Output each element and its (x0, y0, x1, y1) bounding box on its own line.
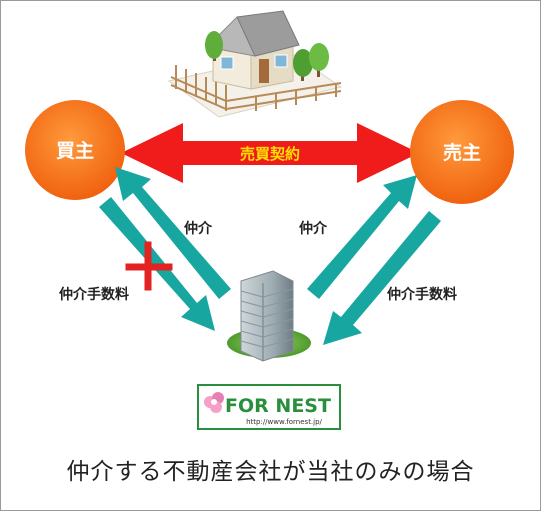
right-brokerage-label: 仲介 (299, 220, 328, 237)
seller-circle (410, 100, 514, 204)
caption: 仲介する不動産会社が当社のみの場合 (66, 459, 475, 485)
logo-brand: FOR NEST (225, 395, 331, 417)
house-illustration (167, 10, 343, 118)
seller-label: 売主 (443, 141, 481, 164)
company-logo: FOR NEST http://www.fornest.jp/ (197, 384, 341, 430)
flower-logo-icon (204, 392, 224, 413)
contract-arrow (121, 123, 419, 183)
right-fee-label: 仲介手数料 (387, 286, 457, 303)
left-fee-label: 仲介手数料 (59, 286, 129, 303)
seller-brokerage-arrow (307, 175, 417, 299)
office-building-illustration (227, 270, 311, 362)
seller-fee-arrow (323, 211, 441, 345)
left-brokerage-label: 仲介 (184, 220, 213, 237)
buyer-circle (25, 100, 125, 200)
buyer-label: 買主 (56, 140, 94, 162)
buyer-brokerage-arrow (115, 167, 231, 299)
contract-label: 売買契約 (240, 145, 300, 163)
logo-url: http://www.fornest.jp/ (246, 418, 322, 426)
cross-mark (125, 241, 173, 291)
